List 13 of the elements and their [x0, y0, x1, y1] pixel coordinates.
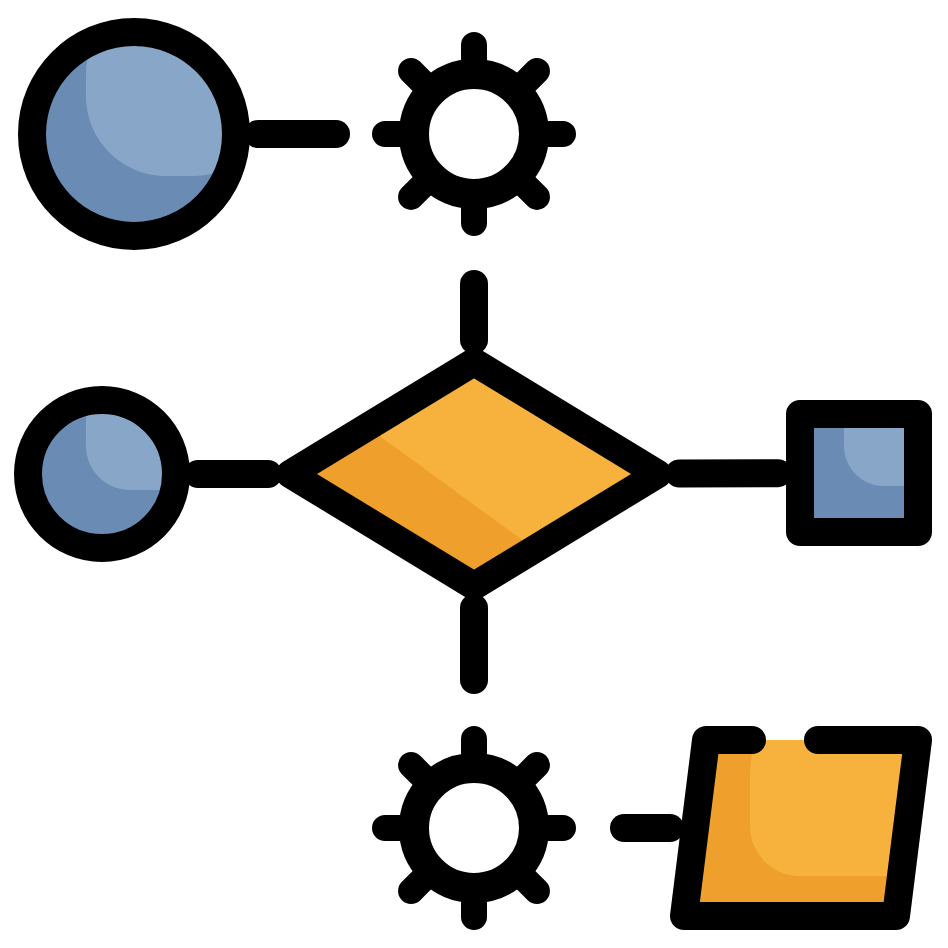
parallelogram [670, 726, 932, 930]
connector-line [460, 270, 488, 354]
circle [18, 18, 250, 250]
connector-line [665, 459, 792, 488]
circle [14, 386, 190, 562]
square [786, 400, 932, 546]
gear-icon [372, 32, 576, 236]
connector-line [244, 120, 350, 148]
connector-line [610, 814, 684, 842]
diamond [276, 348, 672, 600]
gear-icon [372, 726, 576, 930]
connector-line [184, 460, 282, 488]
connector-line [460, 594, 488, 694]
